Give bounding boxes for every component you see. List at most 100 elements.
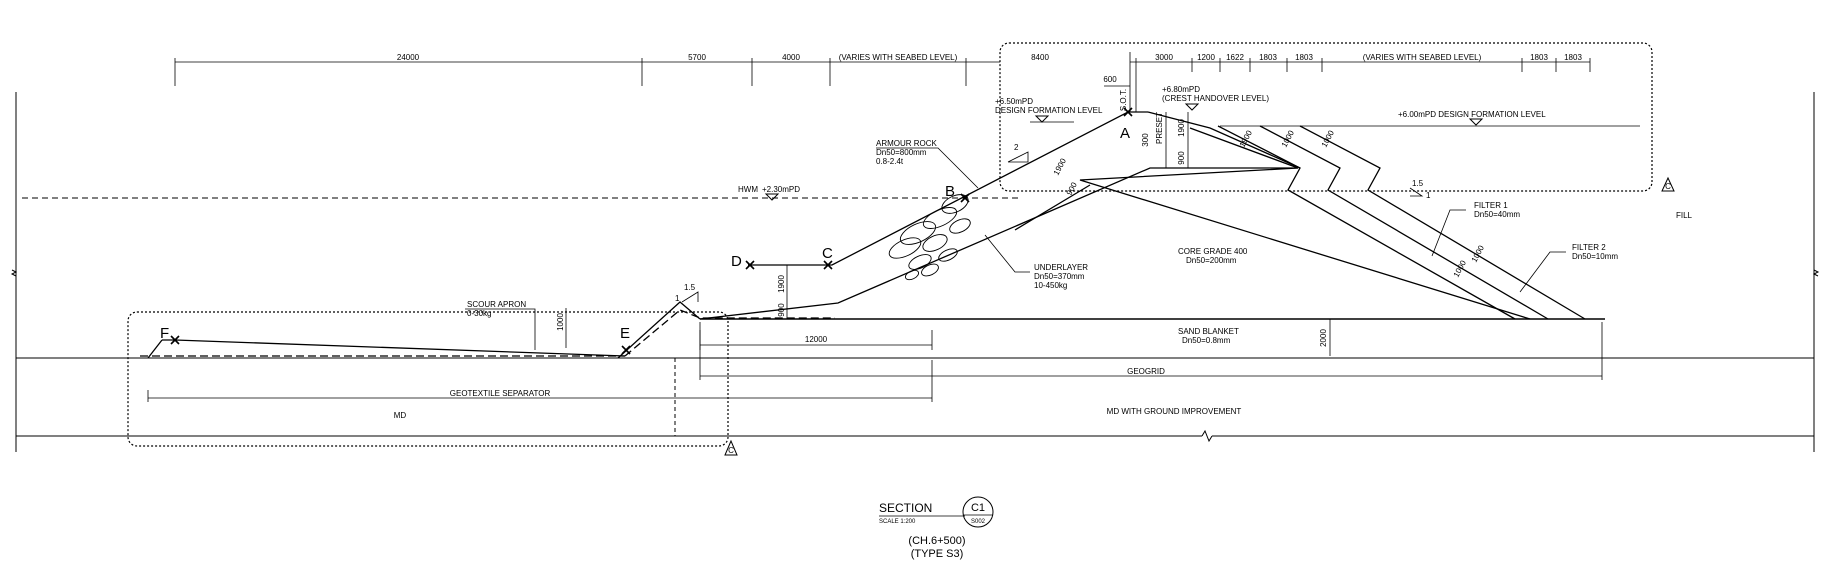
- filter-layer-3: [1299, 125, 1586, 320]
- revision-triangle-bottom: [724, 439, 738, 456]
- slope-1-right: 1: [1426, 191, 1431, 200]
- ground-break-symbol: [1201, 429, 1213, 443]
- point-marker-d: [745, 260, 755, 270]
- point-e-label: E: [620, 325, 630, 342]
- point-marker-b: [960, 193, 970, 203]
- toe-slope: [617, 301, 701, 359]
- dim-4000: 4000: [782, 53, 800, 62]
- armour-rock: [941, 194, 969, 214]
- slope-2-label: 2: [1014, 143, 1019, 152]
- armour-rock-surface: [748, 111, 1148, 266]
- level-marker-left: [1034, 115, 1050, 123]
- armour-rock-blobs: [888, 194, 971, 281]
- section-title: SECTION: [879, 501, 932, 515]
- md-ground-improvement-label: MD WITH GROUND IMPROVEMENT: [1107, 407, 1242, 416]
- revision-mark-top: C: [1665, 182, 1671, 191]
- design-level-left-value: +6.50mPD: [995, 97, 1033, 106]
- filter2-title: FILTER 2: [1572, 243, 1606, 252]
- dim-varies-right: (VARIES WITH SEABED LEVEL): [1363, 53, 1482, 62]
- filter1-leader: [1431, 209, 1466, 257]
- armour-rock-dn: Dn50=800mm: [876, 148, 927, 157]
- armour-rock: [921, 263, 939, 277]
- armour-rock: [922, 207, 958, 229]
- armour-rock: [888, 237, 922, 259]
- top-dimension-string: [174, 52, 1591, 112]
- scour-apron-top: [162, 339, 626, 357]
- dim-1622: 1622: [1226, 53, 1244, 62]
- core-title: CORE GRADE 400: [1178, 247, 1248, 256]
- section-id: C1: [971, 502, 985, 514]
- dim-900-crest: 900: [1177, 151, 1186, 165]
- md-label: MD: [394, 411, 407, 420]
- drawing-reference: S002: [971, 519, 986, 525]
- crest-level-label: (CREST HANDOVER LEVEL): [1162, 94, 1269, 103]
- slope-15-right: 1.5: [1412, 179, 1424, 188]
- scour-leader: [465, 308, 536, 350]
- point-f-label: F: [160, 325, 169, 342]
- filter1-title: FILTER 1: [1474, 201, 1508, 210]
- dim-2000-sand: 2000: [1319, 329, 1328, 347]
- sand-blanket-title: SAND BLANKET: [1178, 327, 1239, 336]
- armour-thickness: 1900: [1052, 156, 1069, 176]
- underlayer-mass: 10-450kg: [1034, 281, 1067, 290]
- point-marker-c: [823, 260, 833, 270]
- dim-1200: 1200: [1197, 53, 1215, 62]
- point-marker-e: [621, 345, 631, 355]
- point-marker-f: [170, 335, 180, 345]
- revision-cloud-top: [999, 42, 1653, 192]
- underlayer-title: UNDERLAYER: [1034, 263, 1088, 272]
- core-dn: Dn50=200mm: [1186, 256, 1237, 265]
- underlayer-leader: [984, 234, 1030, 273]
- underlayer-line: [699, 167, 1298, 320]
- scour-apron-toe: [147, 339, 163, 359]
- armour-rock: [899, 221, 937, 245]
- filter-thk-d: 1000: [1452, 258, 1469, 278]
- level-marker-hwm: [764, 193, 780, 201]
- design-level-right: +6.00mPD DESIGN FORMATION LEVEL: [1398, 110, 1546, 119]
- point-d-label: D: [731, 253, 742, 270]
- filter-layer-1: [1217, 125, 1516, 320]
- slope-marker-2: [1007, 151, 1029, 163]
- armour-rock: [922, 234, 948, 252]
- dim-600: 600: [1103, 75, 1117, 84]
- slope-marker-left: [681, 291, 699, 303]
- dim-5700: 5700: [688, 53, 706, 62]
- armour-rock: [949, 218, 971, 234]
- point-c-label: C: [822, 245, 833, 262]
- filter-thk-e: 1000: [1470, 243, 1487, 263]
- chainage-label: (CH.6+500): [908, 535, 965, 547]
- point-a-label: A: [1120, 125, 1130, 142]
- preset-label: PRESET: [1155, 112, 1164, 144]
- section-scale: SCALE 1:200: [879, 519, 916, 525]
- dim-900-d: 900: [777, 303, 786, 317]
- revision-mark-bottom: C: [728, 446, 734, 455]
- slope-15-left: 1.5: [684, 283, 696, 292]
- filter-thk-b: 1000: [1280, 128, 1297, 148]
- geotextile-line-slope: [624, 309, 835, 357]
- revision-triangle-top: [1661, 176, 1675, 192]
- dim-1803-a: 1803: [1259, 53, 1277, 62]
- filter-layer-2: [1259, 125, 1549, 320]
- level-marker-right: [1468, 118, 1484, 126]
- armour-rock: [904, 269, 920, 281]
- armour-leader: [876, 147, 979, 189]
- section-frame: [10, 92, 1820, 452]
- section-id-circle: [962, 496, 994, 528]
- dim-1803-c: 1803: [1530, 53, 1548, 62]
- scour-apron-mass: 0-30kg: [467, 309, 491, 318]
- slope-1-left: 1: [675, 294, 680, 303]
- filter2-leader: [1519, 251, 1566, 293]
- hwm-value: +2.30mPD: [762, 185, 800, 194]
- point-marker-a: [1123, 107, 1133, 117]
- scour-apron-title: SCOUR APRON: [467, 300, 526, 309]
- crest-level-value: +6.80mPD: [1162, 85, 1200, 94]
- armour-rock: [938, 248, 958, 262]
- section-points: [170, 107, 1133, 355]
- hwm-label: HWM: [738, 185, 758, 194]
- revision-cloud-bottom: [127, 311, 729, 447]
- dim-300: 300: [1141, 133, 1150, 147]
- filter2-dn: Dn50=10mm: [1572, 252, 1618, 261]
- dim-12000: 12000: [805, 335, 828, 344]
- filter-thk-a: 1900: [1238, 128, 1255, 148]
